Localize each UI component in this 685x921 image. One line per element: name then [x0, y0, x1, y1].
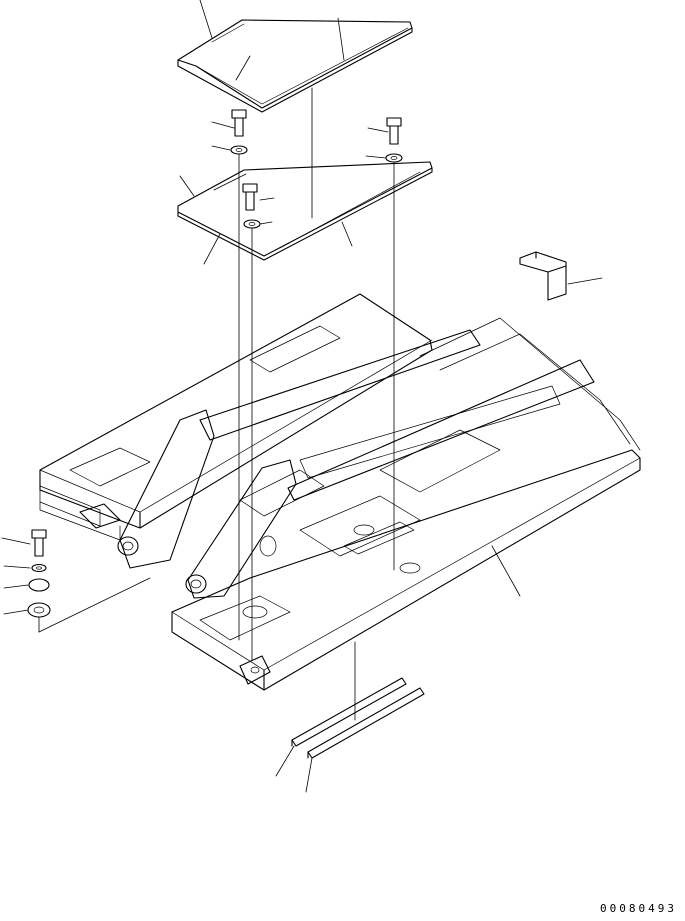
hinge-leader: [38, 577, 151, 633]
washer-3: [243, 219, 261, 229]
rear-bracket: [519, 251, 567, 301]
upper-cover: [177, 19, 413, 113]
washer-2: [385, 153, 403, 163]
revolving-frame: [39, 293, 641, 691]
bolt-3: [242, 183, 258, 211]
cover-plate: [177, 161, 433, 261]
side-strip-right: [307, 687, 425, 759]
bolt-2: [386, 117, 402, 145]
drawing-number: 00080493: [600, 902, 677, 915]
hinge-washer: [31, 563, 47, 573]
washer-1: [230, 145, 248, 155]
hinge-plate: [27, 602, 51, 618]
hinge-shim: [28, 578, 50, 592]
assembly-lines: [238, 87, 395, 721]
hinge-bolt: [31, 529, 47, 557]
bolt-1: [231, 109, 247, 137]
side-strip-left: [291, 677, 407, 747]
callout-leaders: [1, 0, 603, 793]
